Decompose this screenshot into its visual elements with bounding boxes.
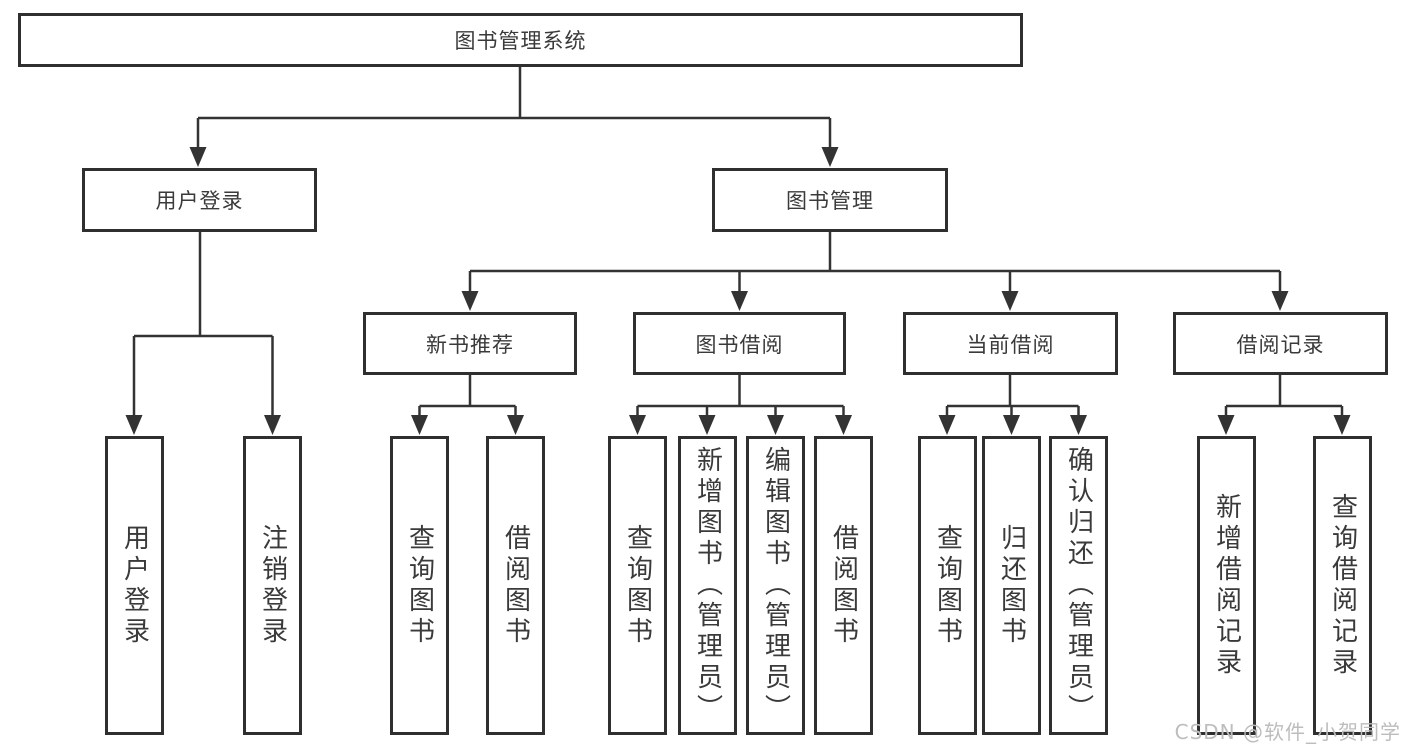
arrowhead [1333,415,1351,435]
leaf-label: 查询图书 [932,523,963,648]
leaf-logout: 注销登录 [243,436,302,735]
node-book-borrowing: 图书借阅 [633,312,846,375]
node-library-system: 图书管理系统 [18,13,1023,67]
node-borrowing-records: 借阅记录 [1173,312,1388,375]
arrowhead [264,415,281,435]
arrowhead [767,415,784,435]
leaf-add-books-admin: 新增图书（管理员） [678,436,737,735]
arrowhead [1217,415,1235,435]
node-user-login: 用户登录 [82,168,317,232]
arrowhead [835,415,852,435]
leaf-edit-books-admin: 编辑图书（管理员） [746,436,805,735]
leaf-confirm-return-admin: 确认归还（管理员） [1049,436,1108,735]
connector-userlogin-to-leaves [132,232,274,417]
connector-records-to-leaves [1224,375,1344,417]
connector-bookmgmt-to-level3 [468,232,1282,293]
arrowhead [629,415,646,435]
leaf-label: 借阅图书 [828,523,859,648]
leaf-label: 查询借阅记录 [1327,492,1358,679]
arrowhead [125,415,143,435]
leaf-label: 归还图书 [996,523,1027,648]
leaf-label: 新增借阅记录 [1211,492,1242,679]
node-label: 当前借阅 [966,332,1055,357]
leaf-add-borrow-record: 新增借阅记录 [1197,436,1256,735]
connector-borrow-to-leaves [636,375,845,417]
arrowhead [461,291,479,311]
connector-root-to-level2 [196,67,832,149]
node-label: 图书借阅 [695,332,784,357]
leaf-label: 用户登录 [119,523,150,648]
arrowhead [189,147,207,167]
arrowhead [821,147,839,167]
leaf-label: 确认归还（管理员） [1063,446,1094,725]
leaf-borrow-books-1: 借阅图书 [486,436,545,735]
leaf-label: 编辑图书（管理员） [760,446,791,725]
leaf-query-books-1: 查询图书 [390,436,449,735]
node-book-management: 图书管理 [712,168,948,232]
node-label: 图书管理系统 [454,29,587,53]
node-new-book-recommendation: 新书推荐 [363,312,577,375]
node-current-borrowing: 当前借阅 [903,312,1118,375]
node-label: 图书管理 [786,189,874,213]
leaf-label: 新增图书（管理员） [692,446,723,725]
csdn-watermark: CSDN @软件_小贺同学 [1174,720,1401,744]
node-label: 借阅记录 [1236,332,1325,357]
leaf-borrow-books-2: 借阅图书 [814,436,873,735]
arrowhead [1070,415,1087,435]
leaf-return-books: 归还图书 [982,436,1041,735]
leaf-user-login: 用户登录 [105,436,164,735]
leaf-query-books-2: 查询图书 [608,436,667,735]
arrowhead [1271,291,1289,311]
arrowhead [1001,291,1019,311]
leaf-label: 查询图书 [404,523,435,648]
leaf-label: 借阅图书 [500,523,531,648]
arrowhead [731,291,748,311]
leaf-label: 查询图书 [622,523,653,648]
arrowhead [411,415,428,435]
arrowhead [938,415,956,435]
node-label: 新书推荐 [426,332,514,357]
leaf-query-borrow-record: 查询借阅记录 [1313,436,1372,735]
node-label: 用户登录 [155,189,244,213]
arrowhead [698,415,716,435]
connector-current-to-leaves [945,375,1080,417]
leaf-label: 注销登录 [257,523,288,648]
arrowhead [507,415,524,435]
leaf-query-books-3: 查询图书 [918,436,977,735]
arrowhead [1003,415,1020,435]
connector-newbook-to-leaves [418,375,517,417]
